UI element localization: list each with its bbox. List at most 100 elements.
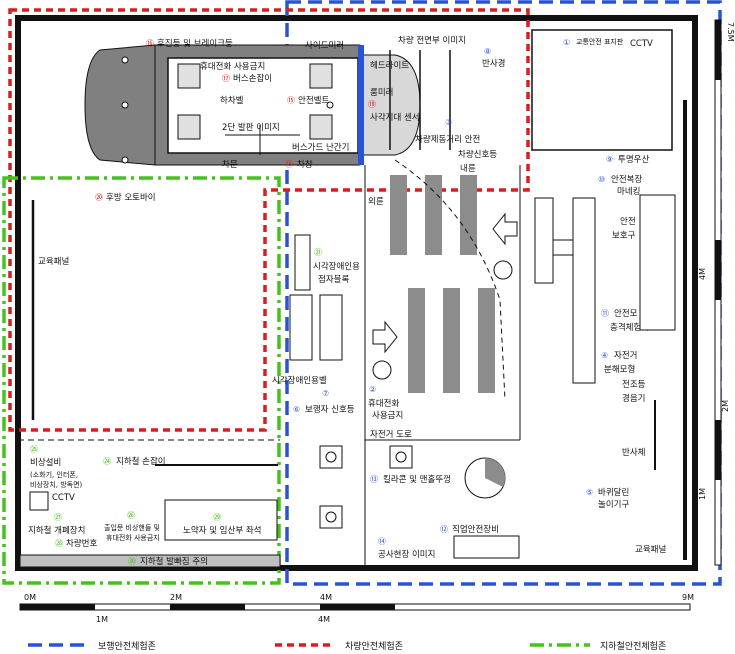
crosswalk-stripes [390,175,495,393]
safety-equipment-shelf [453,535,520,559]
scale-right-1: 4M [698,268,707,280]
bicycle-light-label: 전조등 [622,379,646,390]
bike-road-label: 자전거 도로 [370,429,412,440]
label-5-text-b: 놀이기구 [598,499,629,510]
bell-label: 하차벨 [220,95,244,106]
bus-guide-label: 버스가드 난간기 [292,142,349,153]
direction-arrow [372,320,398,354]
scale-right-2: 2M [721,400,730,412]
scale-top-1: 2M [170,593,182,602]
label-4-number: ④ [601,351,608,360]
cctv-top-label: CCTV [630,39,653,49]
label-26-text: 출입문 비상핸들 및 [104,523,160,532]
reflector-label: 반사체 [622,447,645,458]
label-25-text-c: 비상장치, 방독면) [30,480,83,489]
manhole-cover [464,457,506,499]
label-20-text: 후방 오토바이 [106,192,156,203]
platform-edge [19,554,281,568]
label-9-number: ⑨ [606,155,613,164]
legend-subway: 지하철안전체험존 [600,641,666,652]
scale-top-2: 4M [320,593,332,602]
label-28-text: 차량번호 [66,538,97,549]
vehicle-zone-outline [8,8,530,432]
braille-blocks [289,197,596,384]
label-24-number: ㉔ [103,457,111,466]
label-14-text: 공사현장 이미지 [378,549,435,560]
legend-pedestrian: 보행안전체험존 [98,640,156,652]
door-label: 차문 [222,160,238,170]
turning-path [394,159,506,401]
label-14-number: ⑭ [378,537,386,546]
label-15-number: ⑮ [287,96,295,105]
scale-right-0: 7.5M [726,22,735,42]
label-29-number: ㉙ [213,513,221,522]
horn-label: 경음기 [622,393,645,404]
label-25-number: ㉕ [30,445,38,454]
protector-label-b: 보호구 [612,231,636,241]
label-29-text: 노약자 및 임산부 좌석 [183,525,262,536]
scale-top-0: 0M [24,593,36,602]
no-phone-sign-icon [372,360,392,380]
label-15-text: 안전벨트 [298,95,329,106]
label-9-text: 투명우산 [618,154,649,165]
label-5-text: 바퀴달린 [598,487,629,498]
label-20-number: ⑳ [95,193,103,202]
mannequin-booth [639,194,676,331]
edu-panel-left-label: 교육패널 [38,256,69,267]
side-mirror-label: 사이드미러 [305,40,344,51]
label-21-text-b: 점자블록 [318,274,349,285]
label-1-text: 교통안전 표지판 [576,37,624,46]
legend-vehicle: 차량안전체험존 [345,640,403,652]
front-image-label: 차량 전면부 이미지 [398,35,466,46]
protector-label: 안전 [620,216,636,227]
label-10-text: 안전복장 [611,174,642,185]
cctv-sub-label: CCTV [52,493,75,503]
label-4-text-b: 분해모형 [604,365,635,375]
label-12-number: ⑫ [440,525,448,534]
label-25-text-b: (소화기, 인터폰, [30,470,78,479]
label-3-number: ③ [445,118,452,127]
label-27-text: 지하철 개폐장치 [28,525,85,536]
scale-bottom-0: 1M [96,615,108,624]
inner-wheel-label: 내륜 [460,164,476,174]
label-2-number: ② [369,385,376,394]
scale-bottom-1: 4M [318,615,330,624]
outer-wheel-label: 외륜 [368,196,384,207]
label-16-number: ⑯ [146,39,154,48]
label-1-number: ① [563,38,570,47]
label-10-text-b: 마네킹 [617,186,640,197]
label-10-number: ⑩ [598,175,605,184]
elderly-seat-area [164,499,278,541]
label-18-text: 차창 [297,160,313,170]
label-17-text: 버스손잡이 [233,73,272,84]
label-12-text: 직업안전장비 [452,524,499,535]
label-13-number: ⑬ [370,475,378,484]
cctv-box-icon [29,491,49,511]
subway-zone-outline [2,176,281,585]
label-19-text: 사각지대 센서 [370,112,420,123]
scale-bar-bottom [19,603,691,611]
label-11-text: 안전모 [614,308,638,319]
label-21-text: 시각장애인용 [313,261,360,272]
label-27-number: ㉗ [54,513,62,522]
label-28-number: ㉘ [55,539,63,548]
traffic-cones [319,445,413,529]
label-11-number: ⑪ [601,309,609,318]
label-17-number: ⑰ [222,74,230,83]
scale-right-3: 1M [698,488,707,500]
two-step-label: 2단 발판 이미지 [222,122,280,133]
label-26-number: ㉖ [127,511,135,520]
label-30-number: ㉚ [128,557,136,566]
label-4-text: 자전거 [614,350,637,361]
label-8-text: 반사경 [482,58,505,69]
room-mirror-label: 룸미러 [370,88,393,98]
traffic-light-label: 차량신호등 [458,149,497,160]
label-16-text: 후진등 및 브레이크등 [157,38,233,49]
no-bicycle-sign-icon [493,260,513,280]
label-19-number: ⑲ [368,100,376,109]
label-25-text: 비상설비 [30,457,61,468]
label-11-text-b: 충격체험기 [610,322,649,333]
label-3-text: 차량제동거리 안전 [415,134,480,145]
label-2-text-b: 사용금지 [372,411,403,421]
